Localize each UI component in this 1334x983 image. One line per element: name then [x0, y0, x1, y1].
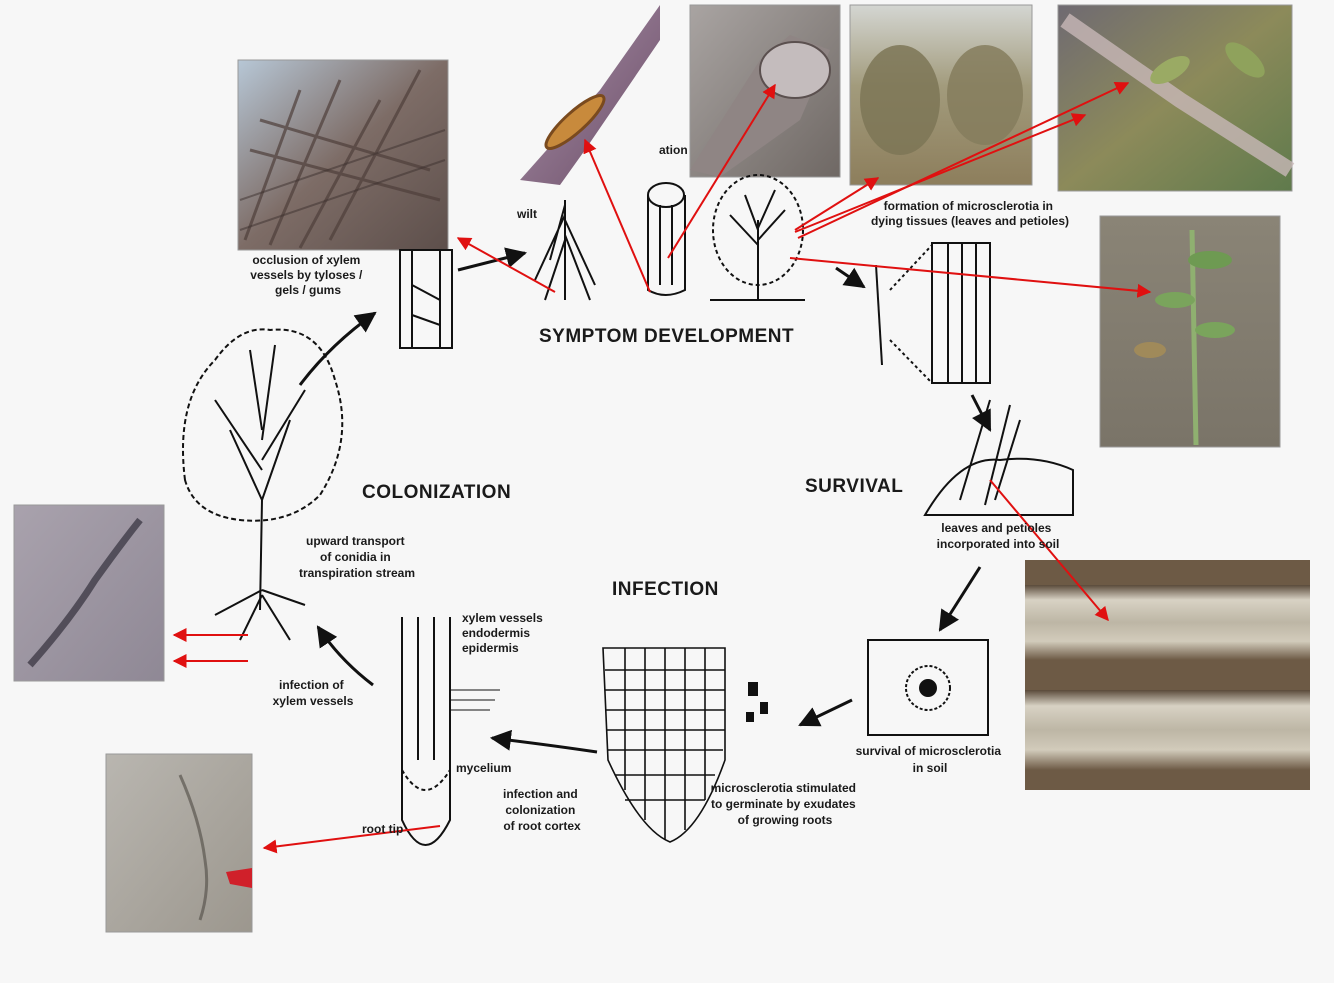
photo-xylem-streak-bottom: [106, 754, 252, 932]
photo-stem-cross-section: [690, 5, 840, 177]
label-root-tip: root tip: [362, 822, 403, 836]
petiole-section-illustration: [876, 243, 990, 383]
photo-seedling: [1100, 216, 1280, 447]
germinating-microsclerotia-illustration: [746, 682, 768, 722]
photo-leaf-stem-closeup: [1058, 5, 1292, 191]
label-root-layers: xylem vessels endodermis epidermis: [462, 611, 546, 655]
label-survival-microsclerotia: survival of microsclerotia in soil: [856, 744, 1005, 775]
stage-survival: SURVIVAL: [805, 476, 903, 497]
occlusion-xylem-illustration: [400, 250, 452, 348]
label-infection-xylem: infection of xylem vessels: [273, 678, 354, 708]
label-leaves-petioles: leaves and petioles incorporated into so…: [937, 521, 1060, 551]
photo-olive-tree-canopy: [238, 60, 448, 250]
stage-infection: INFECTION: [612, 579, 719, 600]
photo-wilted-orchard: [850, 5, 1032, 185]
label-upward-transport: upward transport of conidia in transpira…: [299, 534, 415, 580]
defoliated-tree-illustration: [710, 175, 805, 300]
label-discoloration: ation: [659, 143, 688, 157]
microsclerotia-soil-illustration: [868, 640, 988, 735]
photo-xylem-streak-left: [14, 505, 164, 681]
label-stimulated: microsclerotia stimulated to germinate b…: [711, 781, 860, 827]
label-infection-cortex: infection and colonization of root corte…: [503, 787, 581, 833]
label-formation: formation of microsclerotia in dying tis…: [871, 199, 1069, 228]
colonized-tree-illustration: [183, 329, 342, 640]
label-mycelium: mycelium: [456, 761, 511, 775]
root-tip-cells-illustration: [603, 648, 725, 842]
photo-stem-lesion: [520, 5, 660, 185]
stage-colonization: COLONIZATION: [362, 482, 511, 503]
soil-debris-illustration: [925, 400, 1073, 515]
label-wilt: wilt: [516, 207, 537, 221]
label-occlusion: occlusion of xylem vessels by tyloses / …: [250, 253, 365, 297]
stage-symptom-development: SYMPTOM DEVELOPMENT: [539, 326, 794, 347]
photo-dead-wood: [1025, 560, 1310, 790]
